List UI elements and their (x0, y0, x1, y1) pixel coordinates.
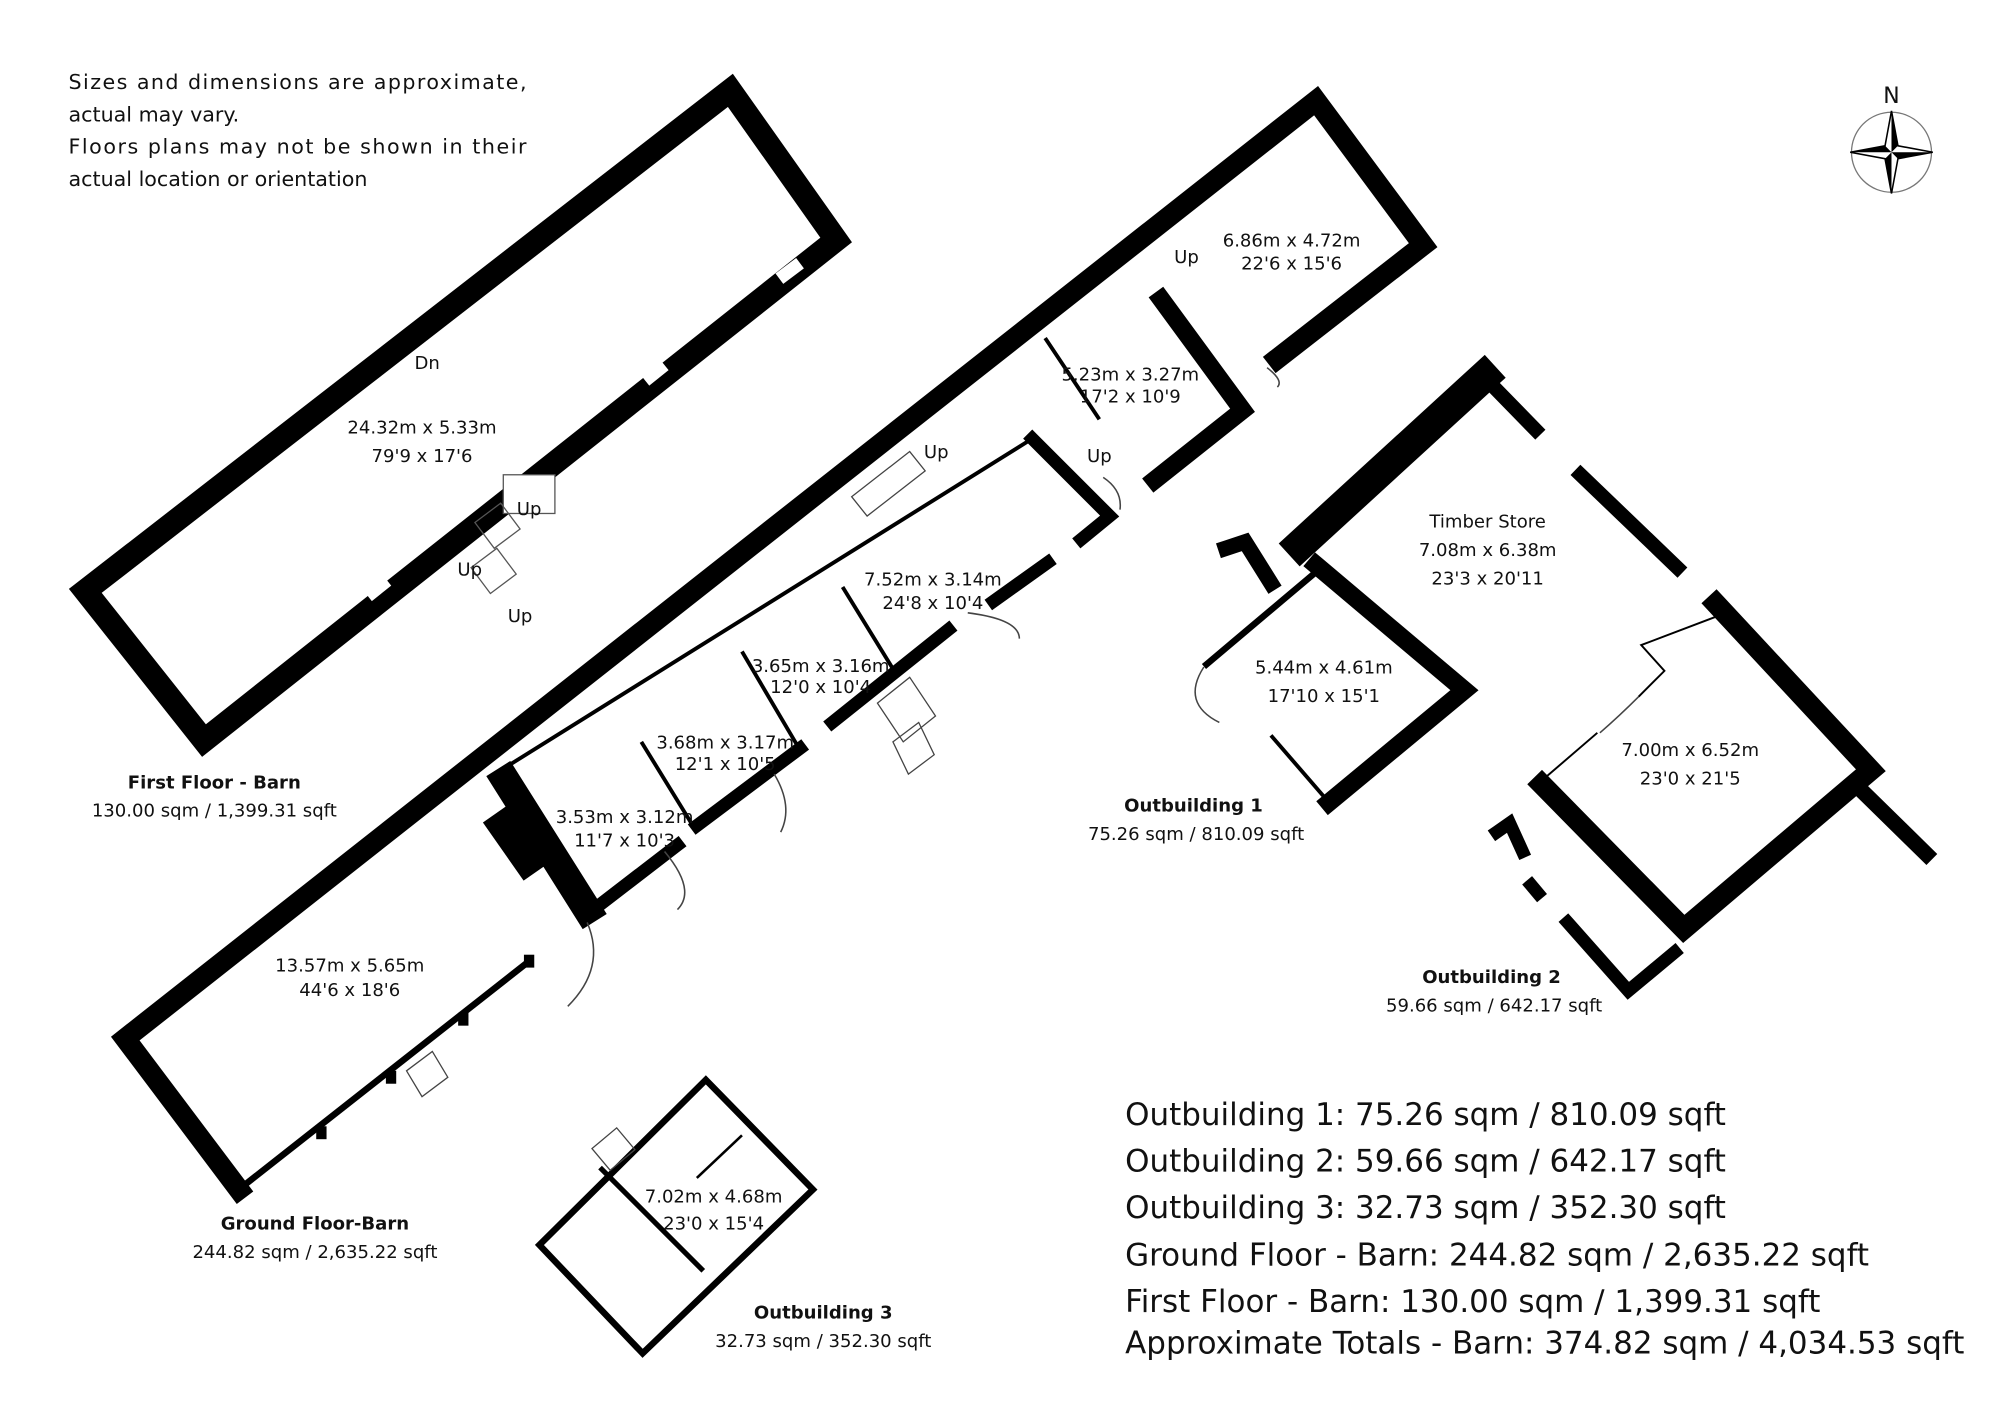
room-dimensions-metric: 24.32m x 5.33m (347, 417, 496, 438)
room-dimensions-imperial: 23'0 x 15'4 (663, 1214, 764, 1235)
room-dimensions-metric: 3.65m x 3.16m (752, 656, 890, 677)
outbuilding-2-plan: 7.00m x 6.52m 23'0 x 21'5 Outbuilding 2 … (1386, 589, 1938, 1016)
room-dimensions-imperial: 24'8 x 10'4 (882, 593, 983, 614)
building-title: Outbuilding 2 (1422, 967, 1561, 988)
room-dimensions-imperial: 44'6 x 18'6 (299, 980, 400, 1001)
stair-label: Dn (415, 353, 440, 374)
room-dimensions-metric: 5.44m x 4.61m (1255, 657, 1393, 678)
summary-line: Outbuilding 2: 59.66 sqm / 642.17 sqft (1125, 1143, 1726, 1179)
room-dimensions-imperial: 11'7 x 10'3 (574, 830, 675, 851)
floor-area: 244.82 sqm / 2,635.22 sqft (192, 1242, 437, 1263)
disclaimer-line: actual may vary. (69, 102, 240, 126)
room-dimensions-metric: 6.86m x 4.72m (1223, 230, 1361, 251)
first-floor-barn-plan: Dn Up Up Up 24.32m x 5.33m 79'9 x 17'6 F… (68, 73, 852, 822)
room-dimensions-metric: 7.00m x 6.52m (1621, 740, 1759, 761)
stair-label: Up (924, 442, 949, 463)
room-dimensions-metric: 5.23m x 3.27m (1061, 365, 1199, 386)
area-summary: Outbuilding 1: 75.26 sqm / 810.09 sqft O… (1125, 1097, 1964, 1361)
summary-line: Outbuilding 3: 32.73 sqm / 352.30 sqft (1125, 1190, 1726, 1226)
room-dimensions-metric: 3.68m x 3.17m (656, 732, 794, 753)
room-dimensions-imperial: 17'10 x 15'1 (1268, 686, 1380, 707)
outbuilding-3-plan: 7.02m x 4.68m 23'0 x 15'4 Outbuilding 3 … (534, 1075, 931, 1358)
stair-label: Up (508, 606, 533, 627)
stair-label: Up (1174, 247, 1199, 268)
building-title: Outbuilding 1 (1124, 796, 1263, 817)
floor-area: 130.00 sqm / 1,399.31 sqft (92, 801, 337, 822)
room-dimensions-metric: 7.02m x 4.68m (645, 1186, 783, 1207)
disclaimer-line: Floors plans may not be shown in their (69, 135, 528, 159)
summary-line: Approximate Totals - Barn: 374.82 sqm / … (1125, 1325, 1964, 1361)
room-dimensions-imperial: 17'2 x 10'9 (1080, 387, 1181, 408)
stair-label: Up (457, 559, 482, 580)
building-area: 75.26 sqm / 810.09 sqft (1088, 824, 1304, 845)
room-dimensions-metric: 3.53m x 3.12m (556, 807, 694, 828)
outbuilding-1-plan: Timber Store 7.08m x 6.38m 23'3 x 20'11 … (1088, 354, 1688, 845)
building-area: 32.73 sqm / 352.30 sqft (715, 1331, 931, 1352)
room-dimensions-metric: 7.52m x 3.14m (864, 570, 1002, 591)
summary-line: First Floor - Barn: 130.00 sqm / 1,399.3… (1125, 1284, 1820, 1320)
stair-label: Up (517, 499, 542, 520)
room-name: Timber Store (1428, 512, 1545, 533)
disclaimer: Sizes and dimensions are approximate, ac… (69, 70, 528, 191)
room-dimensions-imperial: 12'0 x 10'4 (770, 677, 871, 698)
room-dimensions-imperial: 79'9 x 17'6 (372, 446, 473, 467)
ground-floor-barn-plan: Up Up Up 13.57m x 5.65m 44'6 x 18'6 3.53… (110, 85, 1438, 1263)
summary-line: Ground Floor - Barn: 244.82 sqm / 2,635.… (1125, 1238, 1869, 1274)
summary-line: Outbuilding 1: 75.26 sqm / 810.09 sqft (1125, 1097, 1726, 1133)
building-title: Outbuilding 3 (754, 1303, 893, 1324)
room-dimensions-imperial: 12'1 x 10'5 (675, 754, 776, 775)
floor-title: First Floor - Barn (128, 772, 301, 793)
room-dimensions-metric: 13.57m x 5.65m (275, 955, 424, 976)
disclaimer-line: actual location or orientation (69, 167, 368, 191)
room-dimensions-imperial: 23'3 x 20'11 (1431, 568, 1543, 589)
building-area: 59.66 sqm / 642.17 sqft (1386, 995, 1602, 1016)
room-dimensions-imperial: 23'0 x 21'5 (1640, 768, 1741, 789)
disclaimer-line: Sizes and dimensions are approximate, (69, 70, 527, 94)
room-dimensions-metric: 7.08m x 6.38m (1419, 540, 1557, 561)
compass-rose-icon: N (1850, 84, 1933, 194)
floor-title: Ground Floor-Barn (221, 1214, 409, 1235)
stair-label: Up (1087, 446, 1112, 467)
room-dimensions-imperial: 22'6 x 15'6 (1241, 254, 1342, 275)
compass-north-label: N (1883, 84, 1899, 109)
